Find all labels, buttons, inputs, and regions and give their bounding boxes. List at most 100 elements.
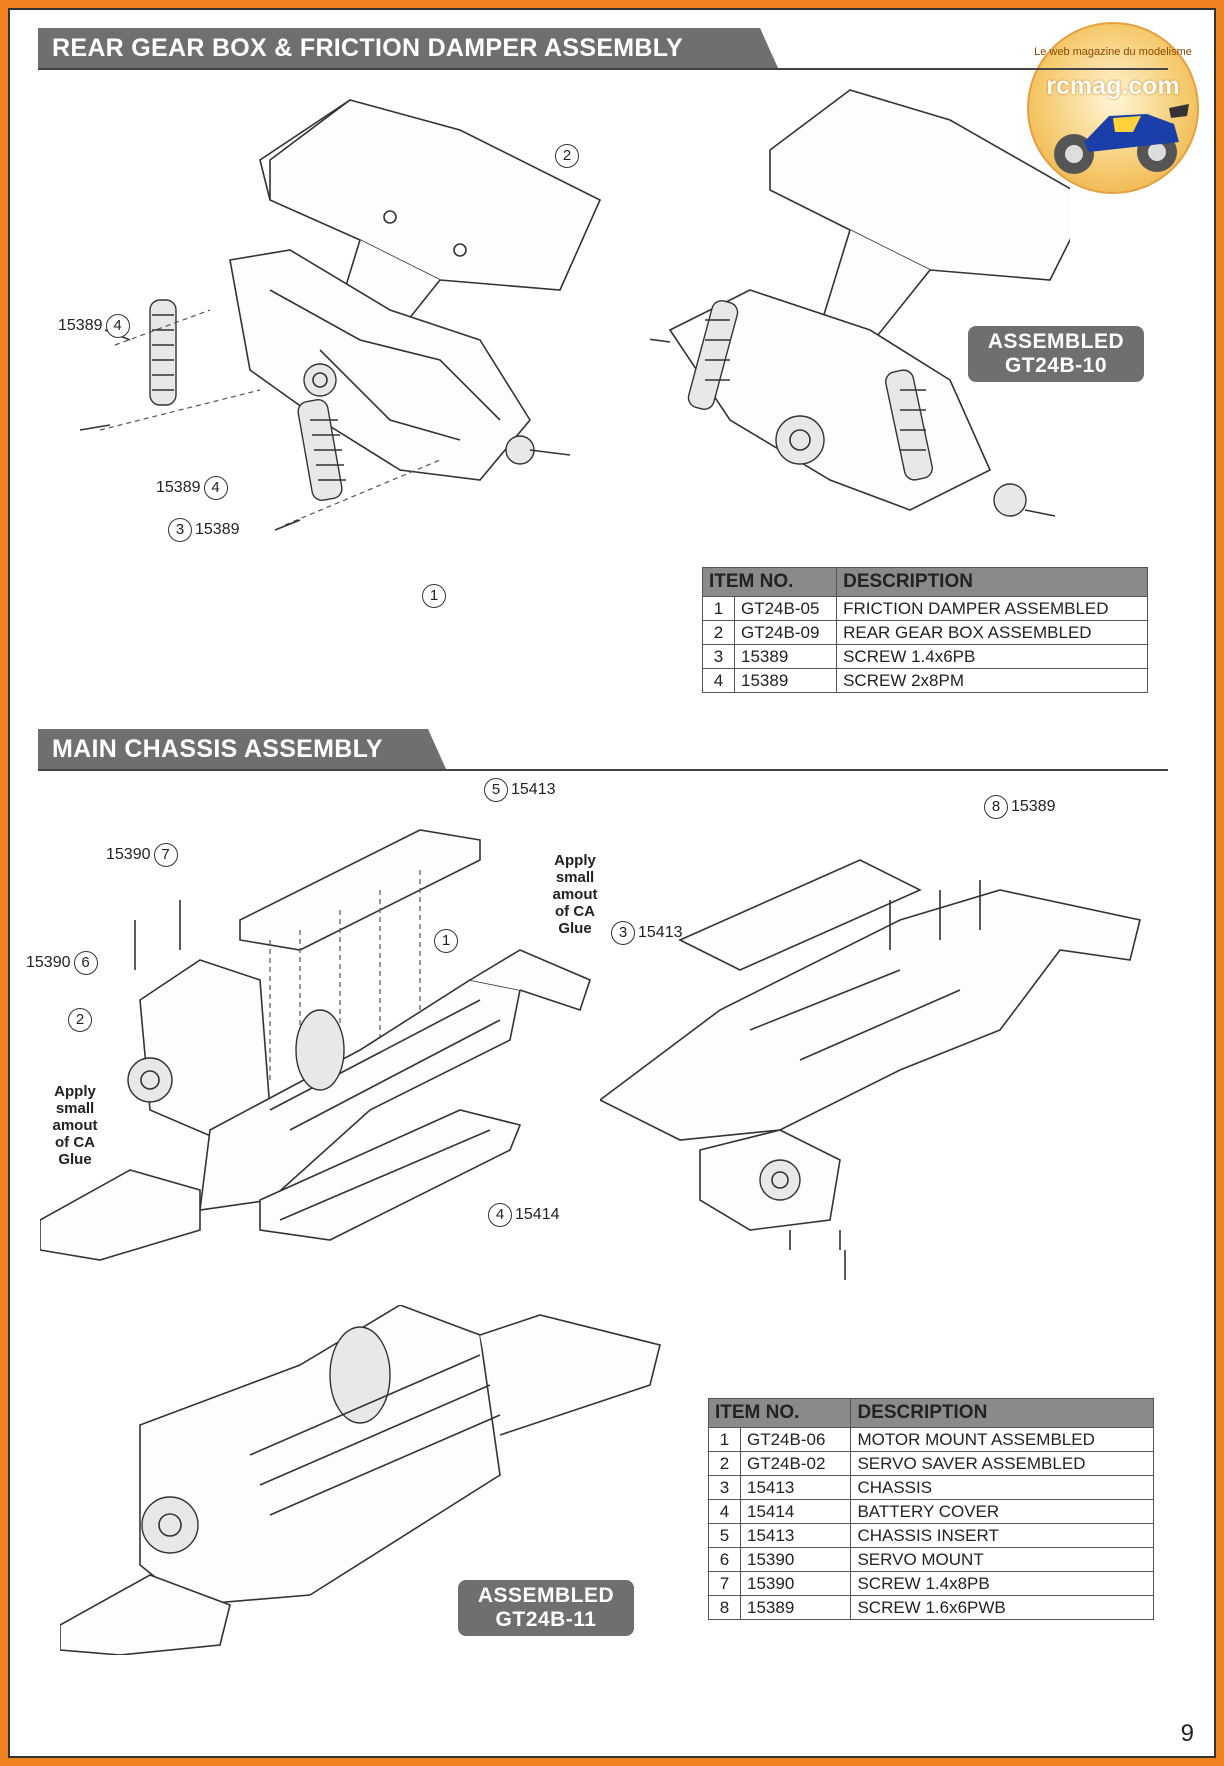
callout-number: 5 — [484, 778, 508, 802]
callout-part-2-servo-saver: 2 — [68, 1008, 92, 1032]
callout-part-number: 15390 — [106, 846, 151, 863]
row-item-no: 15413 — [739, 1475, 852, 1500]
row-index: 1 — [708, 1427, 741, 1452]
logo-brand: rcmag.com — [1046, 72, 1180, 100]
callout-part-5-chassis-insert: 5 15413 — [484, 778, 556, 802]
callout-number: 2 — [68, 1008, 92, 1032]
callout-number: 8 — [984, 795, 1008, 819]
note-line: amout — [552, 886, 598, 903]
table-header-description: DESCRIPTION — [850, 1398, 1154, 1428]
row-description: SCREW 1.4x6PB — [836, 644, 1148, 669]
row-item-no: GT24B-09 — [733, 620, 838, 645]
badge-line-2: GT24B-11 — [495, 1608, 597, 1631]
callout-number: 2 — [555, 144, 579, 168]
row-item-no: GT24B-06 — [739, 1427, 852, 1452]
note-line: Apply — [554, 852, 596, 869]
callout-part-number: 15389 — [58, 317, 103, 334]
row-index: 4 — [708, 1499, 741, 1524]
callout-part-number: 15389 — [195, 521, 240, 538]
row-index: 1 — [702, 596, 735, 621]
callout-part-7-screw: 15390 7 — [106, 843, 178, 867]
assembled-badge-gt24b-10: ASSEMBLED GT24B-10 — [968, 326, 1144, 382]
badge-line-2: GT24B-10 — [1004, 354, 1108, 377]
callout-part-4-screw-mid: 15389 4 — [156, 476, 228, 500]
callout-part-1-motor-mount: 1 — [434, 929, 458, 953]
note-line: of CA — [555, 903, 595, 920]
row-item-no: 15389 — [733, 644, 838, 669]
row-item-no: 15414 — [739, 1499, 852, 1524]
glue-note-top: Apply small amout of CA Glue — [540, 852, 610, 937]
row-description: SCREW 1.4x8PB — [850, 1571, 1154, 1596]
table-header-item-no: ITEM NO. — [701, 567, 838, 597]
row-description: SERVO SAVER ASSEMBLED — [850, 1451, 1154, 1476]
note-line: amout — [52, 1117, 98, 1134]
note-line: of CA — [55, 1134, 95, 1151]
page-number: 9 — [1180, 1720, 1194, 1747]
row-description: SCREW 2x8PM — [836, 668, 1148, 693]
callout-part-number: 15389 — [1011, 798, 1056, 815]
callout-part-8-screw: 8 15389 — [984, 795, 1056, 819]
section-title-rear-gearbox: REAR GEAR BOX & FRICTION DAMPER ASSEMBLY — [38, 28, 778, 68]
page-inner-border — [8, 8, 1216, 1758]
row-index: 2 — [702, 620, 735, 645]
assembled-badge-gt24b-11: ASSEMBLED GT24B-11 — [458, 1580, 634, 1636]
row-index: 5 — [708, 1523, 741, 1548]
row-item-no: GT24B-05 — [733, 596, 838, 621]
logo-tagline: Le web magazine du modelisme — [1034, 46, 1192, 58]
section-title-main-chassis: MAIN CHASSIS ASSEMBLY — [38, 729, 446, 769]
badge-line-1: ASSEMBLED — [477, 1584, 615, 1607]
row-index: 8 — [708, 1595, 741, 1620]
callout-number: 4 — [105, 314, 130, 338]
row-index: 3 — [702, 644, 735, 669]
callout-part-1-damper: 1 — [422, 584, 446, 608]
callout-part-4-battery-cover: 4 15414 — [488, 1203, 560, 1227]
callout-number: 4 — [203, 476, 228, 500]
row-item-no: 15389 — [733, 668, 838, 693]
callout-number: 7 — [153, 843, 178, 867]
callout-part-number: 15413 — [511, 781, 556, 798]
callout-number: 1 — [422, 584, 446, 608]
row-description: REAR GEAR BOX ASSEMBLED — [836, 620, 1148, 645]
section-rule — [38, 769, 1168, 771]
note-line: Glue — [558, 920, 592, 937]
callout-number: 1 — [434, 929, 458, 953]
row-description: FRICTION DAMPER ASSEMBLED — [836, 596, 1148, 621]
note-line: small — [55, 1100, 95, 1117]
row-item-no: 15389 — [739, 1595, 852, 1620]
row-description: BATTERY COVER — [850, 1499, 1154, 1524]
buggy-logo-icon — [1054, 104, 1189, 174]
table-header-description: DESCRIPTION — [836, 567, 1148, 597]
rcmag-logo: Le web magazine du modelisme rcmag.com — [1027, 22, 1199, 194]
callout-number: 3 — [168, 518, 192, 542]
row-index: 6 — [708, 1547, 741, 1572]
rear-gearbox-assembled-diagram — [650, 89, 1070, 517]
callout-number: 3 — [611, 921, 635, 945]
note-line: Glue — [58, 1151, 92, 1168]
callout-part-number: 15413 — [638, 924, 683, 941]
row-description: SCREW 1.6x6PWB — [850, 1595, 1154, 1620]
callout-part-2-gearbox: 2 — [555, 144, 579, 168]
row-description: SERVO MOUNT — [850, 1547, 1154, 1572]
row-index: 7 — [708, 1571, 741, 1596]
rear-gearbox-exploded-diagram — [79, 99, 602, 531]
row-description: CHASSIS — [850, 1475, 1154, 1500]
callout-part-3-chassis: 3 15413 — [611, 921, 683, 945]
note-line: small — [555, 869, 595, 886]
glue-note-left: Apply small amout of CA Glue — [40, 1083, 110, 1168]
callout-number: 4 — [488, 1203, 512, 1227]
callout-part-3-screw: 3 15389 — [168, 518, 240, 542]
callout-part-number: 15390 — [26, 954, 71, 971]
row-item-no: 15390 — [739, 1547, 852, 1572]
callout-part-number: 15414 — [515, 1206, 560, 1223]
row-index: 2 — [708, 1451, 741, 1476]
row-item-no: GT24B-02 — [739, 1451, 852, 1476]
